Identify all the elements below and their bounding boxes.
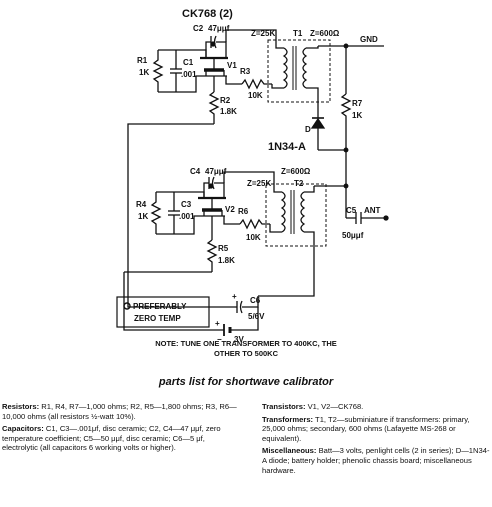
transistors-text: V1, V2—CK768. (305, 402, 364, 411)
r2-label: R2 (220, 96, 231, 105)
miscellaneous-entry: Miscellaneous: Batt—3 volts, penlight ce… (262, 446, 490, 475)
parts-list-left-column: Resistors: R1, R4, R7—1,000 ohms; R2, R5… (2, 402, 242, 456)
resistor-r2 (208, 91, 220, 124)
capacitor-c4 (203, 176, 225, 198)
c4-value: 47μμf (205, 167, 227, 176)
r5-label: R5 (218, 244, 229, 253)
resistor-r1 (152, 50, 164, 92)
parts-list-title: parts list for shortwave calibrator (158, 376, 334, 388)
r4-value: 1K (138, 212, 148, 221)
r6-label: R6 (238, 207, 249, 216)
tuning-note: NOTE: TUNE ONE TRANSFORMER TO 400KC, THE… (0, 339, 492, 359)
battery-voltage: 3V (234, 335, 244, 344)
zero-temp-line1: PREFERABLY (133, 302, 187, 311)
diode-type-label: 1N34-A (268, 141, 306, 153)
capacitors-entry: Capacitors: C1, C3—.001μf, disc ceramic;… (2, 424, 242, 453)
resistor-r4 (150, 192, 162, 234)
c1-value: .001 (181, 70, 197, 79)
battery-plus: + (215, 319, 220, 328)
c2-value: 47μμf (208, 24, 230, 33)
c5-label: C5 (346, 206, 357, 215)
transformers-text: T1, T2—subminiature if transformers: pri… (262, 414, 470, 443)
capacitors-text: C1, C3—.001μf, disc ceramic; C2, C4—47 μ… (2, 424, 221, 453)
capacitor-c3 (168, 192, 180, 234)
c6-value: 5/6V (248, 312, 265, 321)
transformers-entry: Transformers: T1, T2—subminiature if tra… (262, 415, 490, 444)
resistor-r6 (239, 218, 270, 230)
r3-label: R3 (240, 67, 251, 76)
t1-secondary-impedance: Z=600Ω (310, 29, 340, 38)
transformer-t1 (225, 29, 331, 103)
c3-value: .001 (179, 212, 195, 221)
tube-type-title: CK768 (2) (182, 8, 233, 20)
zero-temp-callout (116, 296, 210, 328)
tuning-note-line1: NOTE: TUNE ONE TRANSFORMER TO 400KC, THE (155, 339, 337, 348)
resistors-heading: Resistors: (2, 402, 40, 411)
t1-primary-impedance: Z=25K (251, 29, 275, 38)
resistor-r7 (340, 93, 352, 150)
gnd-label: GND (360, 35, 378, 44)
capacitor-c2 (205, 35, 227, 58)
capacitors-heading: Capacitors: (2, 424, 44, 434)
c5-value: 50μμf (342, 231, 364, 240)
resistors-text: R1, R4, R7—1,000 ohms; R2, R5—1,800 ohms… (2, 402, 237, 421)
r7-value: 1K (352, 111, 362, 120)
transistors-entry: Transistors: V1, V2—CK768. (262, 402, 490, 412)
t2-primary-impedance: Z=25K (247, 179, 271, 188)
battery (223, 307, 259, 336)
t2-secondary-impedance: Z=600Ω (281, 167, 311, 176)
circuit-schematic: CK768 (2) C2 47μμf V1 R1 1K C1 .001 R3 (116, 8, 389, 344)
transistor-v2 (198, 183, 226, 217)
diode-d (310, 117, 326, 150)
v2-label: V2 (225, 205, 235, 214)
resistor-r3 (241, 78, 272, 90)
capacitor-c5 (355, 212, 389, 224)
r5-value: 1.8K (218, 256, 235, 265)
r1-value: 1K (139, 68, 149, 77)
resistor-r5 (206, 239, 218, 272)
v1-label: V1 (227, 61, 237, 70)
transformer-t2 (223, 171, 327, 247)
c4-label: C4 (190, 167, 201, 176)
battery-minus: − (217, 335, 222, 344)
parts-list-right-column: Transistors: V1, V2—CK768. Transformers:… (262, 402, 490, 478)
transistor-v1 (200, 41, 228, 77)
c1-label: C1 (183, 58, 194, 67)
zero-temp-line2: ZERO TEMP (134, 314, 181, 323)
miscellaneous-heading: Miscellaneous: (262, 446, 317, 456)
c6-label: C6 (250, 296, 261, 305)
capacitor-c1 (170, 50, 182, 92)
ant-label: ANT (364, 206, 381, 215)
r7-label: R7 (352, 99, 363, 108)
tuning-note-line2: OTHER TO 500KC (213, 349, 279, 358)
transistors-heading: Transistors: (262, 402, 306, 411)
d-label: D (305, 125, 311, 134)
r4-label: R4 (136, 200, 147, 209)
miscellaneous-text: Batt—3 volts, penlight cells (2 in serie… (262, 446, 490, 475)
r3-value: 10K (248, 91, 263, 100)
resistors-entry: Resistors: R1, R4, R7—1,000 ohms; R2, R5… (2, 402, 242, 421)
r2-value: 1.8K (220, 107, 237, 116)
r6-value: 10K (246, 233, 261, 242)
c6-plus: + (232, 292, 237, 301)
c3-label: C3 (181, 200, 192, 209)
t1-label: T1 (293, 29, 303, 38)
r1-label: R1 (137, 56, 148, 65)
transformers-heading: Transformers: (262, 414, 314, 424)
c2-label: C2 (193, 24, 204, 33)
